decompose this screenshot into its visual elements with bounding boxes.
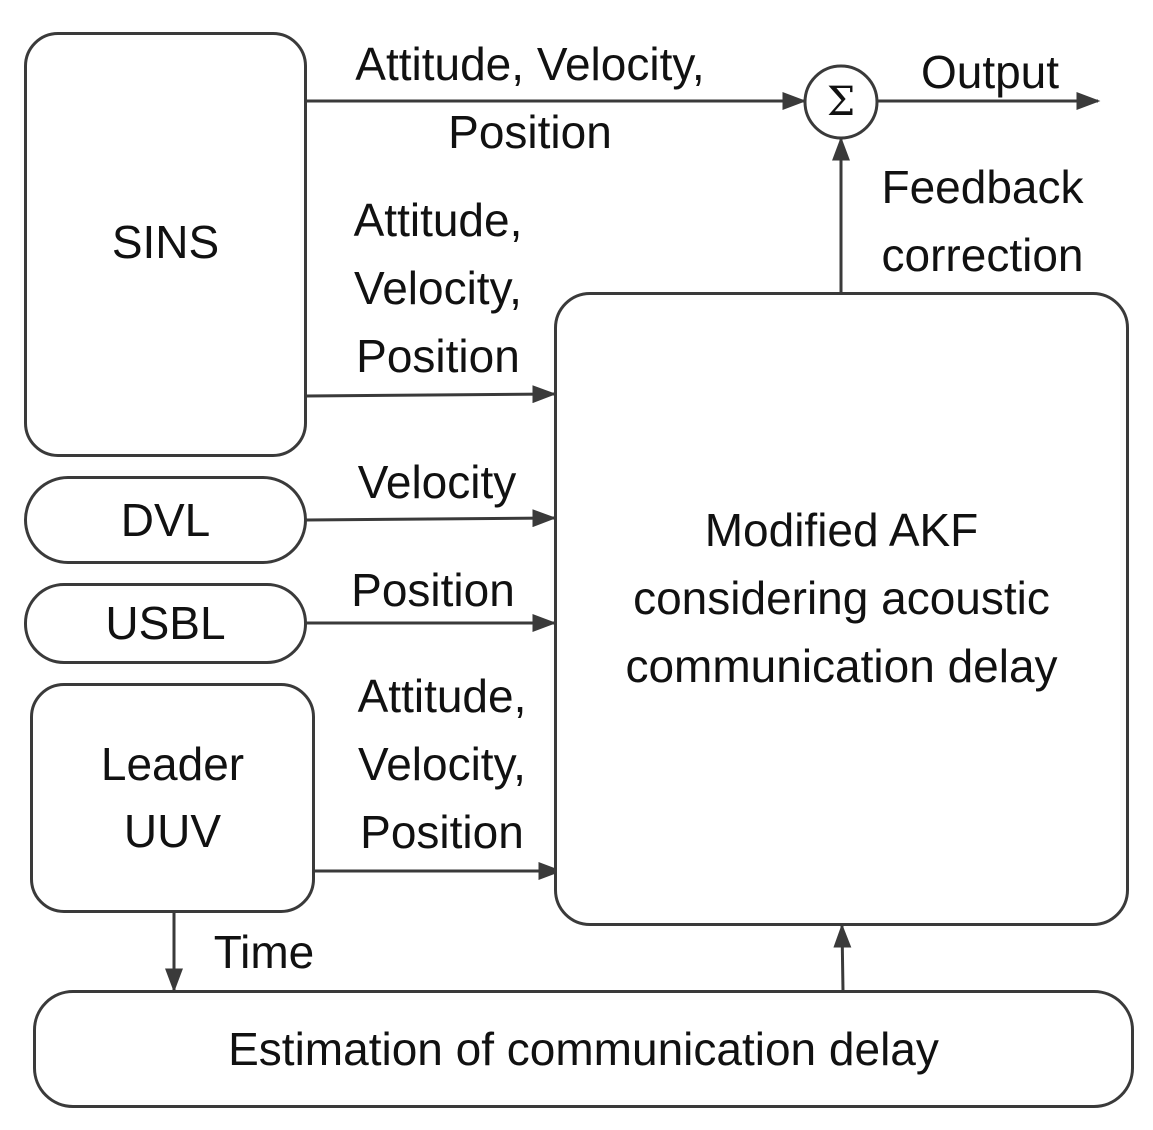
edge-label-line: Attitude,	[357, 670, 527, 722]
modified-akf-block: Modified AKF considering acoustic commun…	[554, 292, 1129, 926]
sins-block: SINS	[24, 32, 307, 457]
edge-label-line: Feedback	[881, 161, 1084, 213]
modified-akf-label-line: communication delay	[625, 640, 1058, 692]
edge-label-line: correction	[881, 229, 1084, 281]
estimation-label: Estimation of communication delay	[228, 1022, 939, 1075]
edge-label-output: Output	[920, 46, 1060, 98]
dvl-label: DVL	[120, 493, 211, 546]
summation-junction	[803, 64, 879, 140]
arrow-dvl-to-akf	[305, 509, 557, 528]
leader-uuv-block: Leader UUV	[30, 683, 315, 913]
edge-label-line: Attitude, Velocity,	[355, 38, 705, 90]
edge-label-line: Attitude,	[353, 194, 523, 246]
leader-uuv-label-line: UUV	[123, 805, 222, 857]
arrow-sins-to-akf	[305, 385, 557, 404]
leader-uuv-label-line: Leader	[100, 738, 245, 791]
edge-label-line: Position	[360, 806, 524, 858]
edge-label-leader-akf: Attitude, Velocity, Position	[322, 662, 562, 866]
modified-akf-label: Modified AKF considering acoustic commun…	[625, 496, 1057, 700]
modified-akf-label-line: Modified AKF	[704, 504, 979, 556]
edge-label-sins-akf: Attitude, Velocity, Position	[318, 186, 558, 390]
leader-uuv-label: Leader UUV	[101, 731, 244, 864]
arrow-estimation-to-akf	[833, 923, 852, 992]
edge-label-feedback: Feedback correction	[850, 153, 1115, 289]
edge-label-time: Time	[213, 926, 315, 978]
edge-label-line: Velocity,	[354, 262, 522, 314]
edge-label-dvl-akf: Velocity	[357, 456, 517, 508]
sins-label: SINS	[111, 216, 220, 269]
edge-label-line: Position	[448, 106, 612, 158]
edge-label-line: Position	[356, 330, 520, 382]
dvl-block: DVL	[24, 476, 307, 564]
usbl-block: USBL	[24, 583, 307, 664]
estimation-block: Estimation of communication delay	[33, 990, 1134, 1108]
edge-label-sins-output: Attitude, Velocity, Position	[300, 30, 760, 166]
edge-label-line: Velocity,	[358, 738, 526, 790]
usbl-label: USBL	[105, 597, 226, 650]
edge-label-usbl-akf: Position	[351, 564, 515, 616]
summation-symbol: Σ	[826, 79, 856, 125]
modified-akf-label-line: considering acoustic	[633, 572, 1050, 624]
